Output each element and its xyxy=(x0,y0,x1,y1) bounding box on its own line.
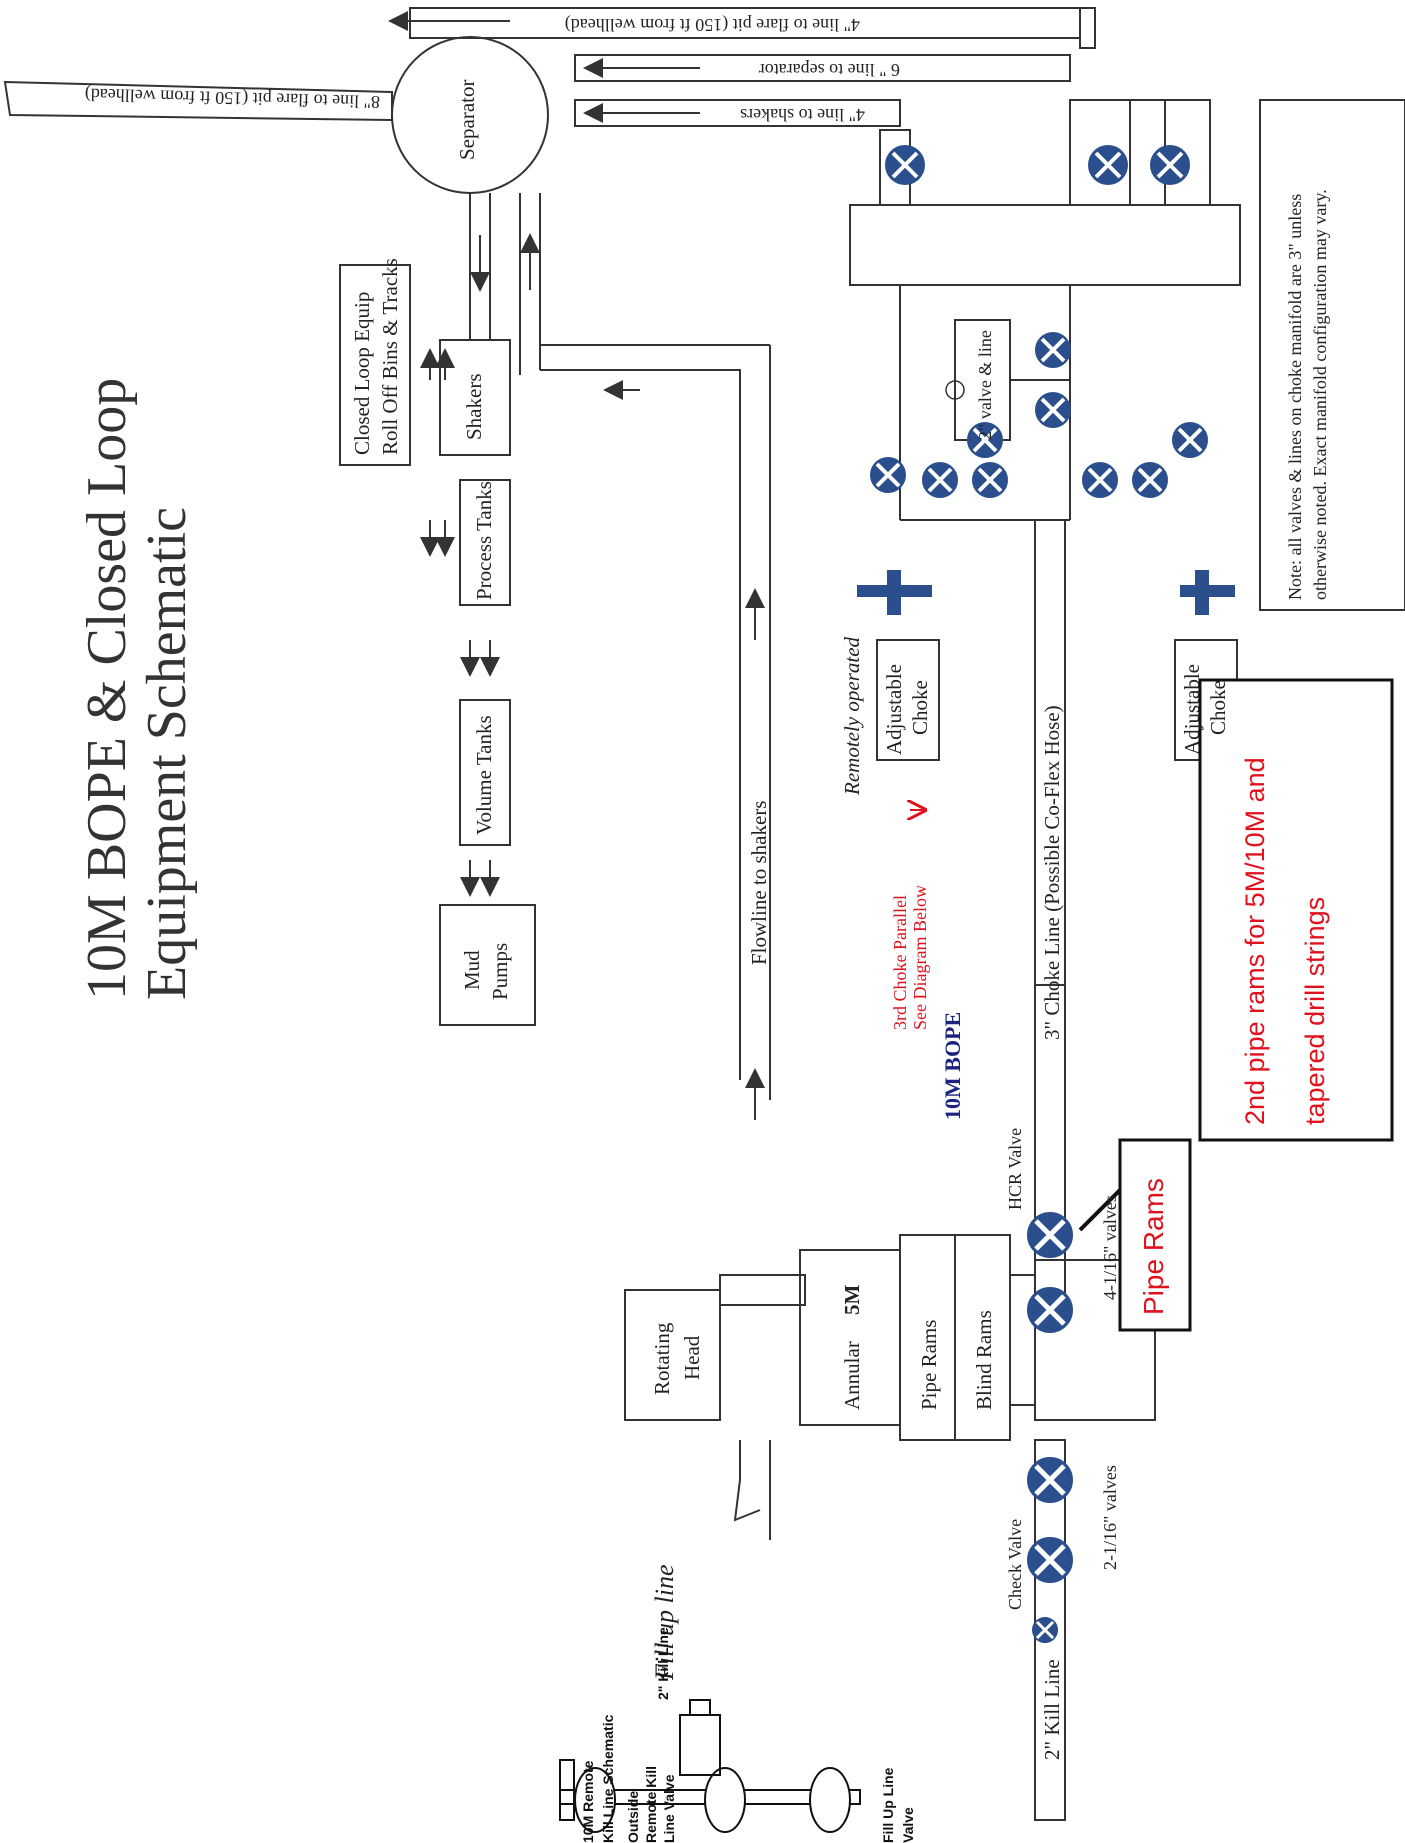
mud-pumps-label-1: Mud xyxy=(460,950,484,990)
title-line-1: 10M BOPE & Closed Loop xyxy=(76,377,138,1000)
valve-icon xyxy=(1150,145,1190,185)
valve-icon xyxy=(1027,1537,1073,1583)
valve-icon xyxy=(1027,1212,1073,1258)
mud-pumps-label-2: Pumps xyxy=(488,942,512,1000)
flare-line-4in xyxy=(409,7,1081,39)
hcr-valve-label: HCR Valve xyxy=(1005,1127,1025,1210)
rotating-head-box xyxy=(624,1289,721,1421)
rotating-head-label-1: Rotating xyxy=(650,1322,674,1395)
gauge-icon xyxy=(945,380,965,400)
rotating-head-label-2: Head xyxy=(680,1335,704,1380)
valves-4in-label: 4-1/16" valves xyxy=(1100,1195,1120,1300)
valves-2in-label: 2-1/16" valves xyxy=(1100,1465,1120,1570)
valve-icon xyxy=(1035,332,1071,368)
kill-line-label: 2" Kill Line xyxy=(1040,1659,1064,1760)
valve-icon xyxy=(972,462,1008,498)
kill-schematic-title-1: 10M Remote xyxy=(580,1760,596,1843)
callout-line-2: tapered drill strings xyxy=(1300,896,1330,1125)
valve-icon xyxy=(967,422,1003,458)
note-box xyxy=(1259,99,1405,611)
valve-icon xyxy=(1027,1457,1073,1503)
adjustable-choke-top-label-2: Choke xyxy=(908,680,932,735)
title-line-2: Equipment Schematic xyxy=(136,507,198,1000)
choke-tees xyxy=(857,570,1235,615)
valve-icon xyxy=(885,145,925,185)
flare-4in-label: 4" line to flare pit (150 ft from wellhe… xyxy=(564,15,860,35)
outside-label-2: Remote Kill xyxy=(643,1765,659,1843)
fill-up-valve-label-1: Fill Up Line xyxy=(880,1767,896,1843)
remote-kill-line-schematic xyxy=(559,1699,861,1833)
fill-up-valve-label-2: Valve xyxy=(900,1807,916,1843)
third-choke-label-2: See Diagram Below xyxy=(910,885,930,1030)
third-choke-label-1: 3rd Choke Parallel xyxy=(890,895,910,1030)
adjustable-choke-top xyxy=(876,639,940,761)
valve-icon xyxy=(1132,462,1168,498)
outside-label-1: Outside xyxy=(625,1790,641,1843)
shakers-line-4in xyxy=(574,99,901,127)
blind-rams-label: Blind Rams xyxy=(972,1310,996,1410)
shakers-label: Shakers xyxy=(462,373,486,441)
note-line-2: otherwise noted. Exact manifold configur… xyxy=(1310,189,1330,600)
valves xyxy=(870,145,1208,1643)
valve-icon xyxy=(870,457,906,493)
pipe-rams-label: Pipe Rams xyxy=(917,1319,941,1410)
valve-icon xyxy=(1088,145,1128,185)
choke-manifold-frame xyxy=(849,204,1241,286)
second-pipe-rams-callout-box xyxy=(1198,678,1394,1142)
separator-6in-label: 6 " line to separator xyxy=(758,60,900,80)
valve-icon xyxy=(1032,1617,1058,1643)
shakers-box xyxy=(439,339,511,456)
outside-label-3: Line Valve xyxy=(661,1774,677,1843)
remotely-operated-label: Remotely operated xyxy=(840,636,864,795)
kill-schematic-title-2: Kill Line Schematic xyxy=(600,1714,616,1843)
bope-label: 10M BOPE xyxy=(940,1011,965,1120)
closed-loop-label-1: Closed Loop Equip xyxy=(350,291,374,455)
valve-icon xyxy=(1082,462,1118,498)
kill-line-2in-label: 2" Kill Line xyxy=(655,1627,671,1700)
flowline-label: Flowline to shakers xyxy=(747,800,771,965)
pipe-rams-callout-box xyxy=(1118,1138,1192,1332)
callout-line-1: 2nd pipe rams for 5M/10M and xyxy=(1240,757,1270,1125)
valve-icon xyxy=(1172,422,1208,458)
red-pipe-rams-label: Pipe Rams xyxy=(1138,1178,1169,1315)
valve-2in-label: 2" valve & line xyxy=(975,330,995,440)
annular-label: Annular xyxy=(840,1341,864,1410)
separator-line-6in xyxy=(574,54,1071,82)
process-tanks-box xyxy=(459,479,511,606)
separator-label: Separator xyxy=(455,79,479,160)
annular-rating-label: 5M xyxy=(840,1284,864,1315)
valve-icon xyxy=(922,462,958,498)
adjustable-choke-top-label-1: Adjustable xyxy=(882,664,906,755)
check-valve-label: Check Valve xyxy=(1005,1518,1025,1610)
adjustable-choke-bottom-label-2: Choke xyxy=(1206,680,1230,735)
volume-tanks-label: Volume Tanks xyxy=(472,715,496,835)
shakers-4in-label: 4" line to shakers xyxy=(740,105,865,125)
valve-icon xyxy=(1027,1287,1073,1333)
mud-pumps-box xyxy=(439,904,536,1026)
note-line-1: Note: all valves & lines on choke manifo… xyxy=(1285,193,1305,600)
valve-icon xyxy=(1035,392,1071,428)
adjustable-choke-bottom-label-1: Adjustable xyxy=(1180,664,1204,755)
volume-tanks-box xyxy=(459,699,511,846)
closed-loop-label-2: Roll Off Bins & Tracks xyxy=(378,258,402,455)
process-tanks-label: Process Tanks xyxy=(472,481,496,600)
choke-line-label: 3" Choke Line (Possible Co-Flex Hose) xyxy=(1040,705,1064,1040)
closed-loop-box xyxy=(339,264,411,466)
